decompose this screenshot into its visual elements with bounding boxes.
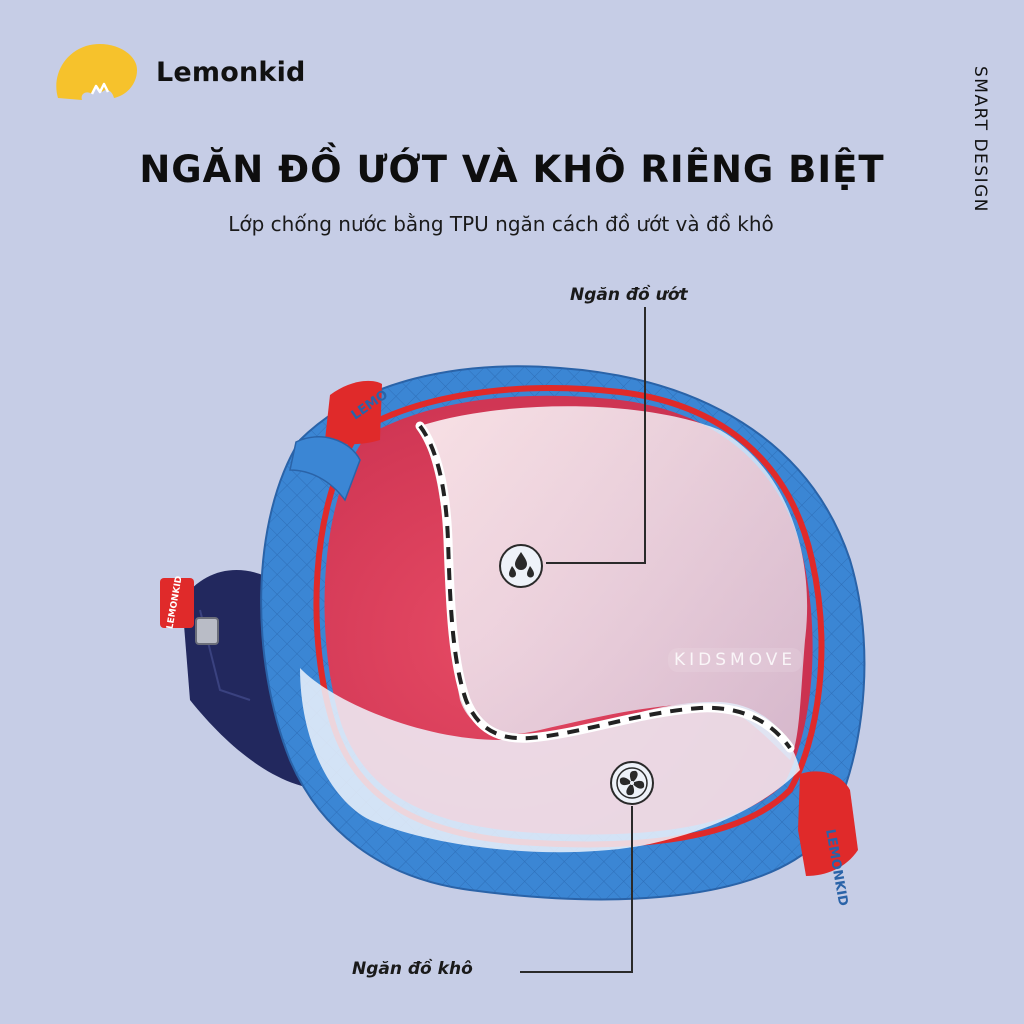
brand: Lemonkid	[52, 40, 306, 104]
dry-callout-line	[520, 806, 633, 973]
wet-callout-line	[546, 307, 646, 564]
brand-name: Lemonkid	[156, 56, 306, 88]
watermark: KIDSMOVE	[668, 648, 803, 672]
strap-top: LEMO	[289, 380, 391, 502]
page-subtitle: Lớp chống nước bằng TPU ngăn cách đồ ướt…	[228, 212, 774, 236]
fan-icon	[610, 761, 654, 805]
side-tagline: SMART DESIGN	[970, 66, 990, 213]
lemon-logo-icon	[56, 44, 138, 100]
wet-compartment-film	[420, 406, 808, 760]
strap-right: LEMONKID	[798, 771, 858, 907]
wet-compartment-label: Ngăn đồ ướt	[570, 285, 688, 305]
water-drops-icon	[499, 544, 543, 588]
dry-compartment-label: Ngăn đồ khô	[352, 959, 473, 979]
tag-left: LEMONKID	[160, 575, 194, 630]
page-title: NGĂN ĐỒ ƯỚT VÀ KHÔ RIÊNG BIỆT	[139, 148, 885, 191]
